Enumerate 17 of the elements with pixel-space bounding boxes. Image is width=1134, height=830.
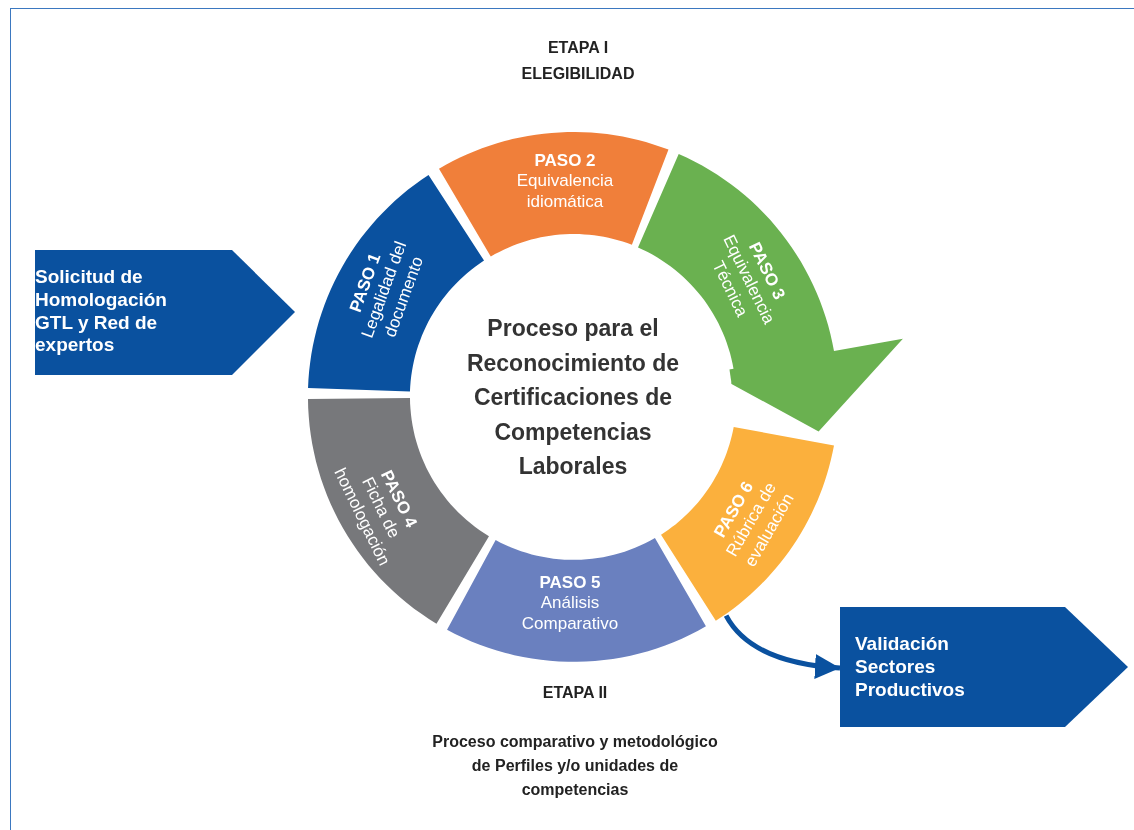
step-title: Análisis Comparativo [520,593,620,635]
curved-arrow [723,614,841,679]
stage-heading: ETAPA II [541,683,609,703]
stage-description: Proceso comparativo y metodológico de Perfiles y/o unidades de competencias [431,732,719,800]
ring-segment [438,132,668,257]
output-arrow-shape [840,607,1128,727]
box-text: Solicitud de Homologación GTL y Red de expertos [35,266,168,358]
step-number: PASO 5 [538,573,602,594]
center-title: Proceso para el Reconocimiento de Certificaciones de Competencias Laborales [465,313,681,481]
input-arrow-shape [35,250,295,375]
step-title: Equivalencia idiomática [515,171,615,213]
stage-description: ELEGIBILIDAD [520,64,636,84]
step-number: PASO 2 [533,151,597,172]
stage-heading: ETAPA I [546,38,610,58]
box-text: Validación Sectores Productivos [855,632,966,702]
ring-segment [660,426,834,621]
ring-segment [446,538,706,662]
